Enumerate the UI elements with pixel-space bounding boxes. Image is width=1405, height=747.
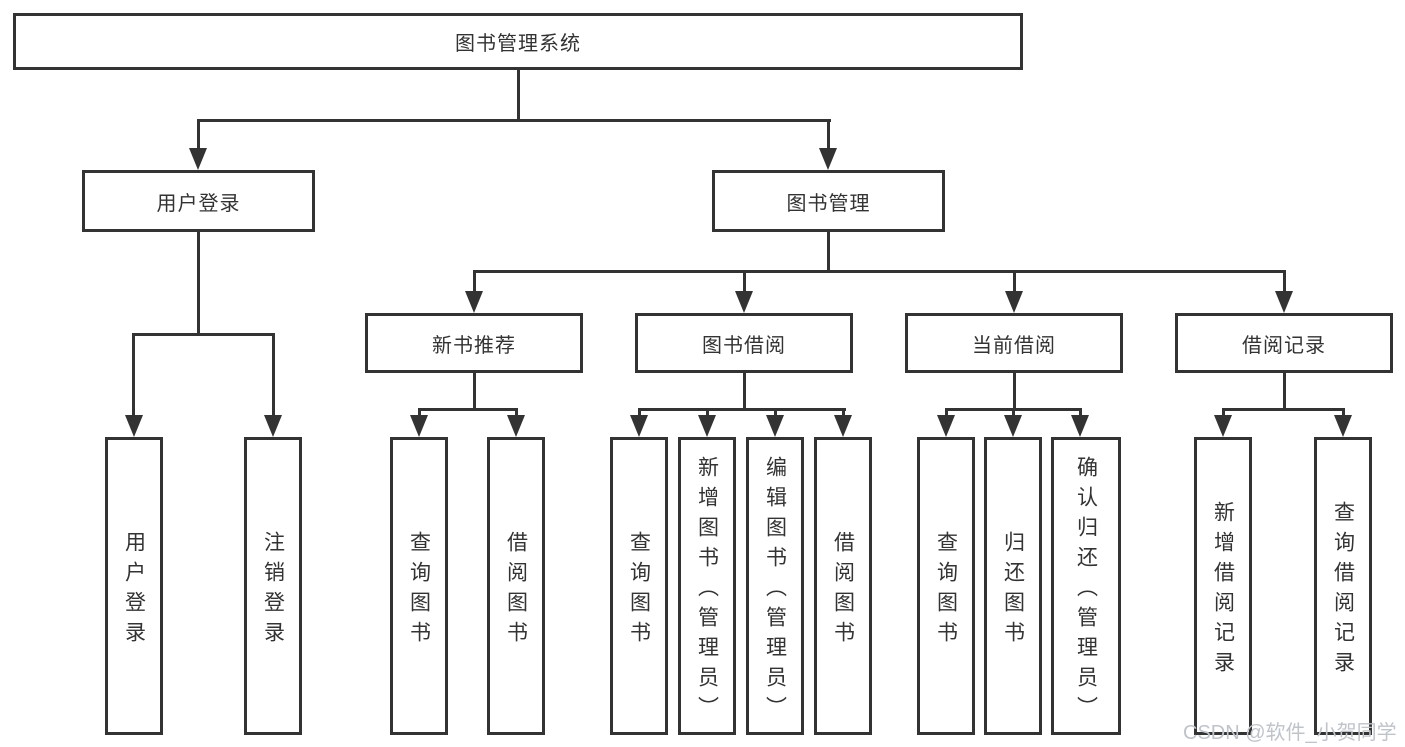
arrowhead-down-icon xyxy=(125,415,143,437)
leaf-confirm-return-admin: 确认归还（管理员） xyxy=(1051,437,1121,735)
connector-hline xyxy=(197,119,831,122)
arrowhead-down-icon xyxy=(766,415,784,437)
connector-vline xyxy=(1283,373,1286,411)
leaf-edit-books-admin: 编辑图书（管理员） xyxy=(746,437,804,735)
leaf-query-books-current: 查询图书 xyxy=(917,437,975,735)
leaf-label: 新增借阅记录 xyxy=(1211,500,1235,681)
connector-vline xyxy=(418,408,421,418)
leaf-logout-login: 注销登录 xyxy=(244,437,302,735)
node-book-borrowing: 图书借阅 xyxy=(635,313,853,373)
arrowhead-down-icon xyxy=(264,415,282,437)
node-borrowing-records: 借阅记录 xyxy=(1175,313,1393,373)
connector-vline xyxy=(132,333,135,417)
arrowhead-down-icon xyxy=(1334,415,1352,437)
leaf-label: 注销登录 xyxy=(261,530,285,651)
node-label: 新书推荐 xyxy=(432,334,516,357)
leaf-user-login: 用户登录 xyxy=(105,437,163,735)
connector-vline xyxy=(842,408,845,418)
node-label: 借阅记录 xyxy=(1242,334,1326,357)
connector-hline xyxy=(1222,408,1345,411)
leaf-label: 用户登录 xyxy=(122,530,146,651)
node-label: 图书管理系统 xyxy=(455,33,581,55)
connector-vline xyxy=(517,68,520,121)
connector-vline xyxy=(706,408,709,418)
leaf-label: 归还图书 xyxy=(1001,530,1025,651)
connector-vline xyxy=(515,408,518,418)
leaf-label: 查询借阅记录 xyxy=(1331,500,1355,681)
arrowhead-down-icon xyxy=(1004,415,1022,437)
node-label: 当前借阅 xyxy=(972,334,1056,357)
leaf-label: 查询图书 xyxy=(627,530,651,651)
connector-hline xyxy=(473,270,1286,273)
connector-vline xyxy=(1013,373,1016,411)
arrowhead-down-icon xyxy=(1275,291,1293,313)
leaf-query-books-recommend: 查询图书 xyxy=(390,437,448,735)
leaf-borrow-books-recommend: 借阅图书 xyxy=(487,437,545,735)
arrowhead-down-icon xyxy=(465,291,483,313)
arrowhead-down-icon xyxy=(735,291,753,313)
connector-vline xyxy=(827,119,830,152)
connector-vline xyxy=(1222,408,1225,418)
arrowhead-down-icon xyxy=(834,415,852,437)
node-label: 图书管理 xyxy=(786,192,871,215)
connector-vline xyxy=(945,408,948,418)
arrowhead-down-icon xyxy=(1214,415,1232,437)
connector-vline xyxy=(272,333,275,417)
arrowhead-down-icon xyxy=(630,415,648,437)
node-book-management: 图书管理 xyxy=(712,170,945,232)
leaf-label: 新增图书（管理员） xyxy=(695,455,719,726)
leaf-return-books: 归还图书 xyxy=(984,437,1042,735)
leaf-label: 借阅图书 xyxy=(504,530,528,651)
watermark: CSDN @软件_小贺同学 xyxy=(1183,722,1397,744)
leaf-query-borrow-record: 查询借阅记录 xyxy=(1314,437,1372,735)
leaf-query-books-borrowing: 查询图书 xyxy=(610,437,668,735)
connector-vline xyxy=(197,119,200,152)
connector-vline xyxy=(473,270,476,294)
connector-hline xyxy=(418,408,518,411)
arrowhead-down-icon xyxy=(1071,415,1089,437)
leaf-label: 查询图书 xyxy=(934,530,958,651)
leaf-label: 确认归还（管理员） xyxy=(1074,455,1098,726)
node-label: 图书借阅 xyxy=(702,334,786,357)
connector-vline xyxy=(197,232,200,336)
connector-vline xyxy=(743,270,746,294)
node-current-borrowing: 当前借阅 xyxy=(905,313,1123,373)
arrowhead-down-icon xyxy=(410,415,428,437)
connector-vline xyxy=(473,373,476,411)
connector-vline xyxy=(638,408,641,418)
leaf-add-borrow-record: 新增借阅记录 xyxy=(1194,437,1252,735)
connector-vline xyxy=(1012,408,1015,418)
connector-vline xyxy=(827,232,830,273)
leaf-borrow-books-borrowing: 借阅图书 xyxy=(814,437,872,735)
connector-vline xyxy=(1079,408,1082,418)
arrowhead-down-icon xyxy=(507,415,525,437)
leaf-label: 借阅图书 xyxy=(831,530,855,651)
node-library-management-system: 图书管理系统 xyxy=(13,13,1023,70)
arrowhead-down-icon xyxy=(937,415,955,437)
node-label: 用户登录 xyxy=(156,192,241,215)
arrowhead-down-icon xyxy=(819,148,837,170)
connector-hline xyxy=(132,333,275,336)
connector-hline xyxy=(638,408,846,411)
leaf-label: 编辑图书（管理员） xyxy=(763,455,787,726)
node-new-book-recommendation: 新书推荐 xyxy=(365,313,583,373)
connector-vline xyxy=(774,408,777,418)
connector-vline xyxy=(743,373,746,411)
connector-vline xyxy=(1013,270,1016,294)
leaf-add-books-admin: 新增图书（管理员） xyxy=(678,437,736,735)
connector-vline xyxy=(1283,270,1286,294)
leaf-label: 查询图书 xyxy=(407,530,431,651)
arrowhead-down-icon xyxy=(1005,291,1023,313)
node-user-login: 用户登录 xyxy=(82,170,315,232)
arrowhead-down-icon xyxy=(698,415,716,437)
connector-vline xyxy=(1342,408,1345,418)
arrowhead-down-icon xyxy=(189,148,207,170)
